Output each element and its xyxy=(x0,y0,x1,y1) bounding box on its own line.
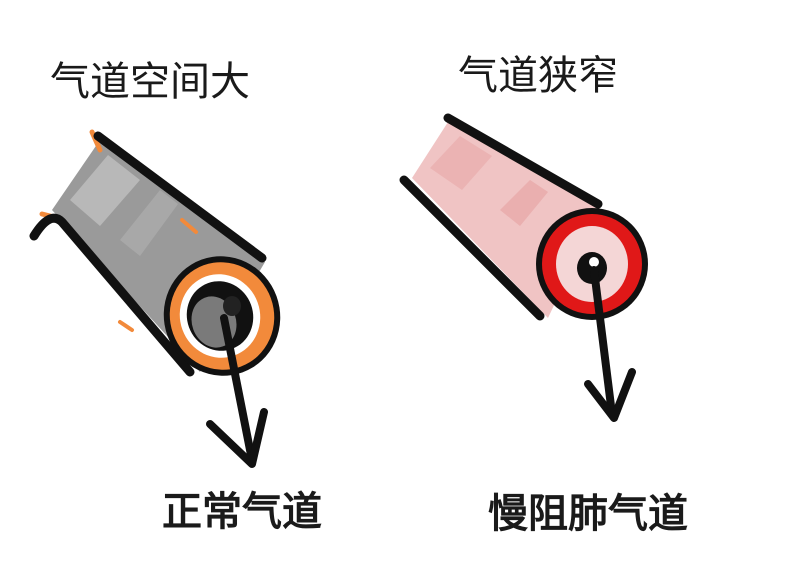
normal-airway-label: 正常气道 xyxy=(162,489,322,535)
normal-airway-opening xyxy=(163,256,281,376)
narrow-airway-label: 气道狭窄 xyxy=(458,53,618,99)
copd-airway-label: 慢阻肺气道 xyxy=(488,491,688,537)
copd-airflow-arrow xyxy=(584,266,636,422)
normal-airflow-arrow xyxy=(206,314,268,468)
copd-airway-opening xyxy=(536,208,648,320)
spacious-airway-label: 气道空间大 xyxy=(50,59,250,105)
